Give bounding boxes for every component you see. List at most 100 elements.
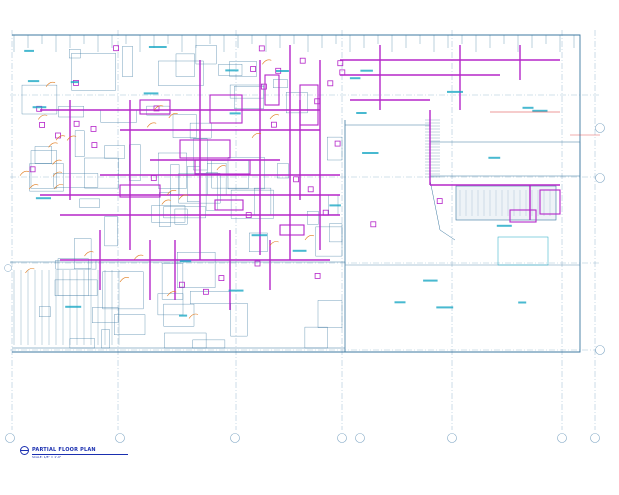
room-outline bbox=[104, 145, 125, 159]
room-outline bbox=[79, 198, 100, 208]
duct-fitting bbox=[214, 199, 244, 211]
leader-line bbox=[166, 190, 177, 195]
note-text-mark bbox=[518, 301, 527, 304]
leader-line bbox=[119, 277, 130, 283]
note-text-mark bbox=[35, 197, 51, 200]
grid-bubble bbox=[5, 433, 15, 443]
room-outline bbox=[254, 187, 272, 216]
room-outline bbox=[304, 326, 328, 349]
grid-bubble bbox=[557, 433, 567, 443]
diffuser bbox=[153, 105, 160, 112]
room-outline bbox=[163, 206, 206, 219]
room-outline bbox=[327, 136, 343, 161]
room-outline bbox=[164, 332, 207, 349]
leader-line bbox=[269, 114, 280, 120]
room-outline bbox=[74, 130, 85, 157]
diffuser bbox=[327, 80, 334, 87]
leader-line bbox=[45, 81, 56, 87]
diffuser bbox=[436, 198, 443, 205]
room-outline bbox=[114, 314, 146, 335]
note-text-mark bbox=[496, 224, 512, 227]
room-outline bbox=[100, 110, 137, 123]
room-outline bbox=[317, 300, 343, 328]
room-outline bbox=[230, 303, 248, 337]
diffuser bbox=[260, 83, 267, 90]
diffuser bbox=[293, 176, 300, 183]
drawing-scale: SCALE: 1/8" = 1'-0" bbox=[32, 455, 62, 459]
note-text-mark bbox=[27, 80, 40, 83]
room-outline bbox=[158, 152, 187, 189]
duct-fitting bbox=[264, 74, 280, 106]
leader-line bbox=[216, 165, 227, 171]
annotation-marks bbox=[19, 46, 600, 319]
duct-fitting bbox=[209, 94, 243, 124]
grid-bubble bbox=[447, 433, 457, 443]
leader-line bbox=[167, 291, 177, 297]
room-outline bbox=[157, 293, 184, 316]
room-outline bbox=[195, 45, 217, 65]
diffuser bbox=[339, 69, 346, 76]
room-outline bbox=[92, 307, 119, 323]
grid-bubble bbox=[590, 433, 600, 443]
diffuser bbox=[245, 212, 252, 219]
diffuser bbox=[90, 126, 97, 132]
grid-bubble bbox=[337, 433, 347, 443]
room-outline bbox=[57, 258, 89, 296]
note-text-mark bbox=[423, 279, 438, 282]
leader-line bbox=[188, 313, 199, 319]
grid-bubble bbox=[355, 433, 365, 443]
drawing-title: PARTIAL FLOOR PLAN bbox=[32, 447, 96, 453]
note-text-mark bbox=[251, 234, 268, 237]
leader-line bbox=[178, 194, 189, 200]
room-outline bbox=[39, 306, 51, 317]
room-outline bbox=[163, 303, 195, 327]
note-text-mark bbox=[488, 156, 501, 159]
note-box bbox=[497, 236, 549, 266]
duct-fitting bbox=[194, 159, 251, 175]
room-outline bbox=[329, 223, 343, 243]
note-text-mark bbox=[148, 46, 167, 48]
room-outline bbox=[71, 53, 116, 91]
right-annex-area bbox=[425, 119, 581, 266]
diffuser bbox=[113, 45, 119, 52]
diffuser bbox=[29, 166, 36, 173]
diffuser bbox=[55, 132, 61, 139]
note-text-mark bbox=[228, 289, 244, 292]
stair-line bbox=[429, 179, 456, 241]
grid-bubble bbox=[595, 173, 605, 183]
grid-bubble bbox=[4, 264, 12, 272]
grid-bubble bbox=[595, 345, 605, 355]
leader-line bbox=[52, 171, 63, 177]
diffuser bbox=[270, 121, 277, 128]
leader-line bbox=[25, 268, 35, 274]
note-text-mark bbox=[447, 90, 463, 93]
room-outline bbox=[161, 263, 184, 300]
annex-room bbox=[429, 141, 581, 177]
note-text-mark bbox=[360, 69, 373, 72]
room-outline bbox=[190, 291, 231, 304]
grid-bubbles bbox=[4, 123, 605, 443]
leader-line bbox=[153, 105, 164, 111]
note-text-mark bbox=[32, 106, 47, 109]
room-outline bbox=[229, 61, 257, 77]
note-text-mark bbox=[292, 249, 307, 252]
grid-bubble bbox=[595, 123, 605, 133]
note-text-mark bbox=[229, 112, 241, 115]
building-walls bbox=[10, 34, 581, 353]
room-outline bbox=[207, 163, 227, 195]
leader-line bbox=[304, 235, 315, 241]
grid-bubble bbox=[115, 433, 125, 443]
note-text-mark bbox=[532, 109, 548, 112]
leader-line bbox=[84, 251, 94, 257]
note-text-mark bbox=[65, 305, 82, 308]
exterior-wall bbox=[12, 34, 581, 353]
title-underline bbox=[32, 454, 128, 455]
note-text-mark bbox=[362, 152, 379, 154]
room-outline bbox=[187, 166, 200, 202]
leader-line bbox=[161, 199, 171, 205]
leader-line bbox=[269, 241, 279, 247]
leader-line bbox=[52, 159, 62, 165]
diffuser bbox=[307, 186, 314, 193]
room-outline bbox=[307, 211, 319, 225]
room-outline bbox=[249, 232, 268, 252]
